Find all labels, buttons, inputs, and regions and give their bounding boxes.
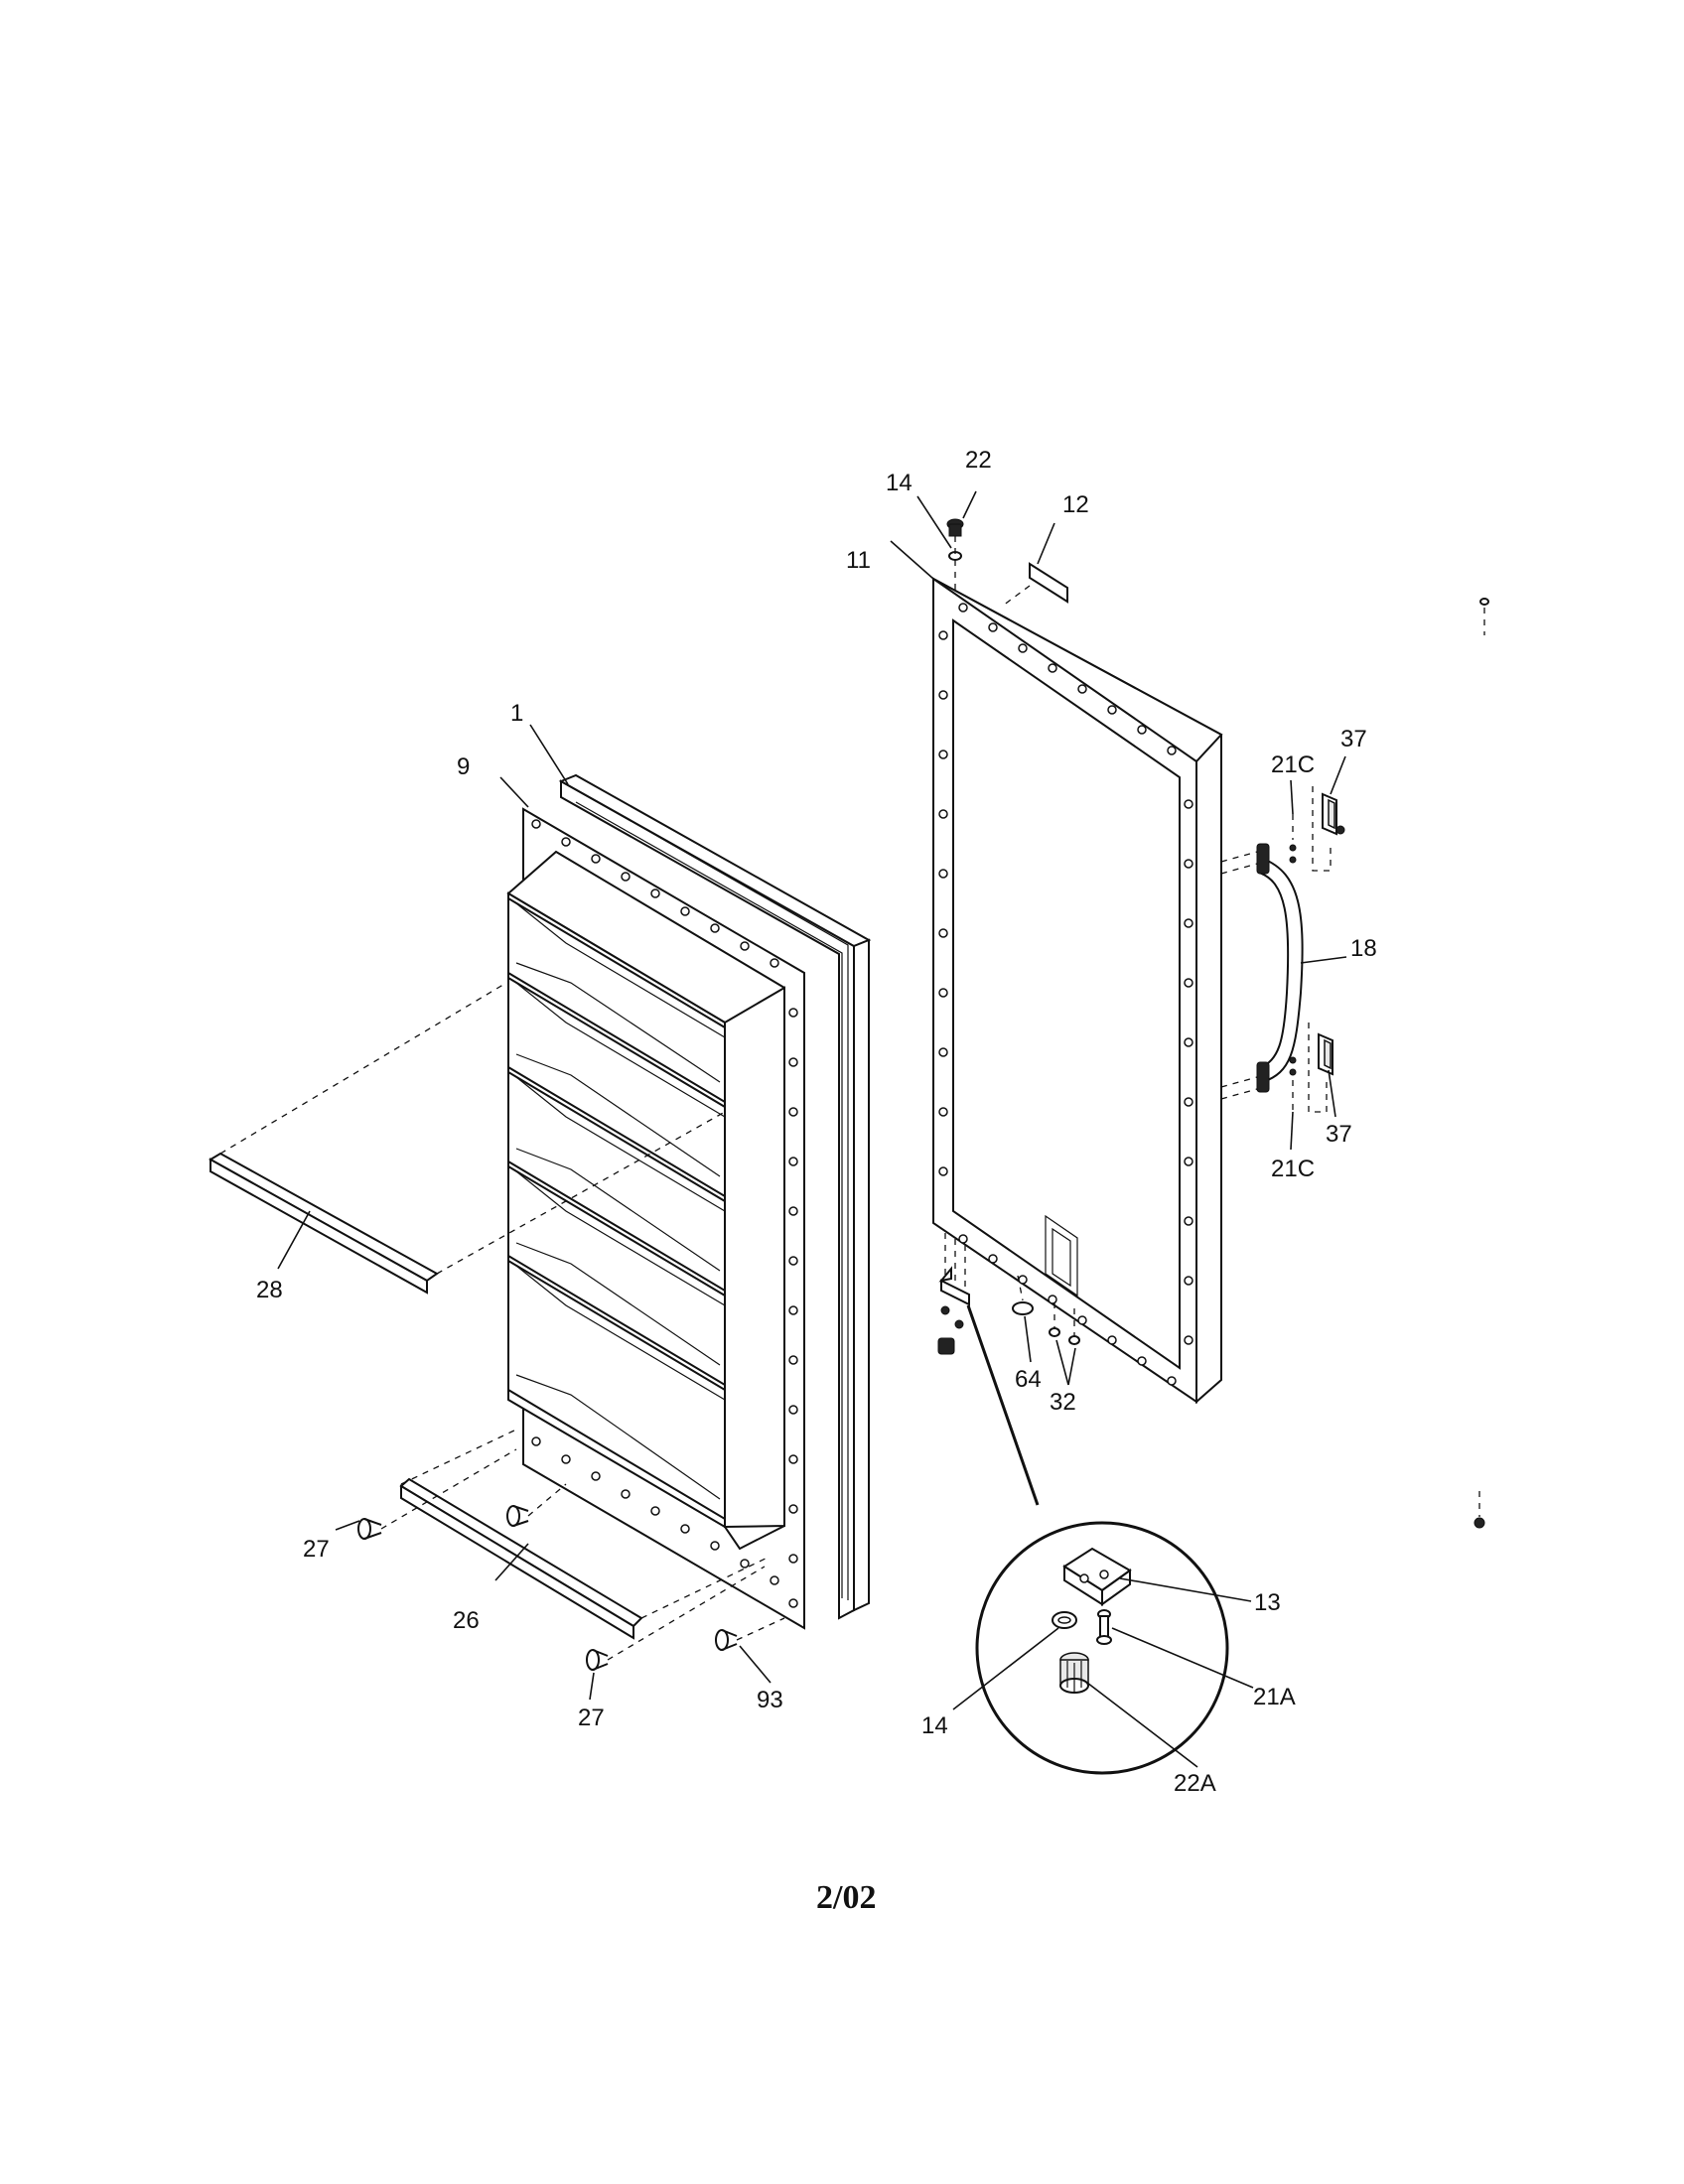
callout-18: 18 bbox=[1350, 935, 1377, 962]
callout-27-left: 27 bbox=[303, 1536, 330, 1563]
top-hinge-pin bbox=[946, 518, 964, 591]
callout-93: 93 bbox=[757, 1687, 783, 1713]
handle-end-cap-top bbox=[1312, 786, 1345, 872]
callout-11: 11 bbox=[846, 547, 871, 574]
callout-labels: 1 9 11 12 13 14 14 18 21A 21C 21C 22 22A… bbox=[256, 447, 1377, 1797]
push-pin-27-left bbox=[357, 1448, 517, 1540]
shelf-rail-upper bbox=[209, 982, 726, 1295]
callout-64: 64 bbox=[1015, 1366, 1042, 1393]
label-plate bbox=[1002, 562, 1068, 607]
callout-leaders bbox=[277, 490, 1347, 1768]
push-pin-93 bbox=[715, 1617, 785, 1651]
handle-end-cap-bottom bbox=[1308, 1023, 1333, 1113]
callout-14-top: 14 bbox=[886, 470, 912, 496]
liner-screw-holes bbox=[531, 819, 798, 1608]
door-gasket bbox=[558, 773, 872, 1620]
callout-28: 28 bbox=[256, 1277, 283, 1303]
callout-9: 9 bbox=[457, 753, 470, 780]
spare-screw-bottom bbox=[1474, 1491, 1485, 1529]
callout-12: 12 bbox=[1062, 491, 1089, 518]
door-handle bbox=[1220, 814, 1304, 1110]
hinge-detail-inset bbox=[975, 1521, 1229, 1775]
footer-date-code: 2/02 bbox=[816, 1879, 876, 1916]
callout-21c-bottom: 21C bbox=[1271, 1156, 1315, 1182]
callout-14-inset: 14 bbox=[921, 1712, 948, 1739]
callout-37-top: 37 bbox=[1340, 726, 1367, 752]
callout-22: 22 bbox=[965, 447, 992, 474]
callout-32: 32 bbox=[1050, 1389, 1076, 1416]
spare-screw-top bbox=[1479, 598, 1489, 635]
push-pin-27-bottom bbox=[586, 1566, 766, 1671]
callout-21a: 21A bbox=[1253, 1684, 1296, 1710]
callout-21c-top: 21C bbox=[1271, 751, 1315, 778]
callout-1: 1 bbox=[510, 700, 523, 727]
bottom-hinge-parts bbox=[937, 1233, 1080, 1506]
outer-door-panel bbox=[932, 577, 1223, 1405]
callout-37-bottom: 37 bbox=[1326, 1121, 1352, 1148]
callout-27-bottom: 27 bbox=[578, 1705, 605, 1731]
callout-22a: 22A bbox=[1174, 1770, 1216, 1797]
door-screw-holes bbox=[938, 603, 1193, 1386]
push-pin-liner bbox=[506, 1483, 567, 1527]
callout-13: 13 bbox=[1254, 1589, 1281, 1616]
liner-shelves bbox=[507, 896, 726, 1521]
callout-26: 26 bbox=[453, 1607, 480, 1634]
